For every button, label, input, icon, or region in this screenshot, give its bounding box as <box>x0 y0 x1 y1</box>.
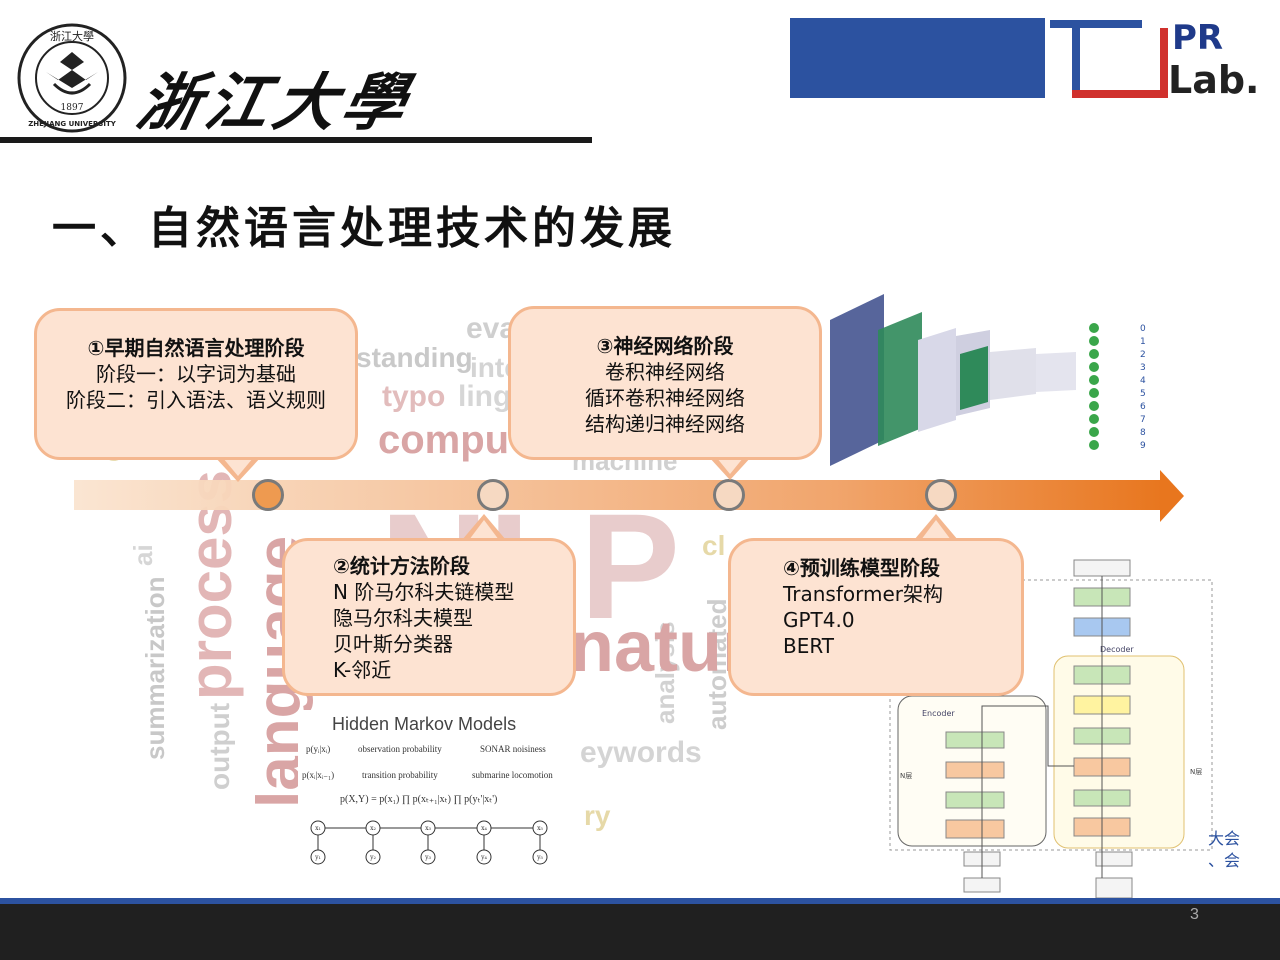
page-number: 3 <box>1190 906 1199 923</box>
footer-bar <box>0 904 1280 960</box>
cloud-word: ai <box>128 544 158 566</box>
hmm-label: observation probability <box>358 744 442 754</box>
stage-1-title: ①早期自然语言处理阶段 <box>87 336 305 360</box>
nn-digit: 4 <box>1140 376 1146 386</box>
footer-rule <box>0 898 1280 904</box>
stage-4-line: GPT4.0 <box>783 608 855 632</box>
stage-4-line: BERT <box>783 634 835 658</box>
stage-2-line: K-邻近 <box>333 658 392 682</box>
nn-digit: 2 <box>1140 350 1146 360</box>
nn-digit: 1 <box>1140 337 1146 347</box>
hmm-node-x: x₅ <box>537 825 543 832</box>
hmm-figure-title: Hidden Markov Models <box>332 714 517 734</box>
stage-3-line: 循环卷积神经网络 <box>585 386 745 410</box>
timeline-arrow-head <box>1160 470 1184 522</box>
cloud-word: eva <box>466 312 517 345</box>
seal-chinese-text: 浙江大學 <box>50 29 94 43</box>
hmm-label: p(yᵢ|xᵢ) <box>306 744 331 754</box>
hmm-label: SONAR noisiness <box>480 744 546 754</box>
timeline-node-3 <box>713 479 745 511</box>
header-rule <box>0 137 592 143</box>
stage-3-title: ③神经网络阶段 <box>596 334 734 358</box>
hmm-node-y: y₅ <box>536 854 543 861</box>
cnn-architecture-figure: 0 1 2 3 4 5 6 7 8 9 <box>826 290 1156 466</box>
side-partial-text: 大会 、会 <box>1208 828 1240 872</box>
university-seal-logo: 1897 ZHEJIANG UNIVERSITY 浙江大學 <box>17 23 127 133</box>
output-neurons <box>1089 323 1099 450</box>
stage-1-line: 阶段二：引入语法、语义规则 <box>66 388 326 412</box>
nn-digit: 5 <box>1140 389 1146 399</box>
timeline-node-1 <box>252 479 284 511</box>
hmm-node-y: y₃ <box>424 854 431 861</box>
nn-digit: 6 <box>1140 402 1146 412</box>
nn-digit: 8 <box>1140 428 1146 438</box>
stage-3-line: 卷积神经网络 <box>605 360 725 384</box>
hmm-node-x: x₄ <box>481 825 487 832</box>
seal-english-text: ZHEJIANG UNIVERSITY <box>28 120 117 128</box>
stage-1-callout: ①早期自然语言处理阶段 阶段一：以字词为基础 阶段二：引入语法、语义规则 <box>34 308 358 460</box>
cloud-word: summarization <box>140 576 170 761</box>
header-white-area <box>0 18 790 100</box>
timeline-bar <box>74 480 1164 510</box>
hmm-node-x: x₁ <box>315 825 321 832</box>
stage-2-title: ②统计方法阶段 <box>333 554 470 578</box>
hmm-equation: p(X,Y) = p(x₁) ∏ p(xₜ₊₁|xₜ) ∏ p(yₜ'|xₜ') <box>340 794 498 805</box>
stage-2-callout: ②统计方法阶段 N 阶马尔科夫链模型 隐马尔科夫模型 贝叶斯分类器 K-邻近 <box>282 538 576 696</box>
nn-digit: 9 <box>1140 441 1146 451</box>
side-text-line: 、会 <box>1208 851 1241 870</box>
stage-3-callout: ③神经网络阶段 卷积神经网络 循环卷积神经网络 结构递归神经网络 <box>508 306 822 460</box>
nn-digit: 3 <box>1140 363 1146 373</box>
cloud-word: typo <box>382 380 446 413</box>
cloud-word: ry <box>584 800 611 831</box>
stage-4-title: ④预训练模型阶段 <box>783 556 940 580</box>
pr-lab-logo <box>1050 20 1168 98</box>
stage-3-line: 结构递归神经网络 <box>585 412 745 436</box>
cloud-word: cl <box>702 530 726 561</box>
timeline-node-2 <box>477 479 509 511</box>
university-name: 浙江大學 <box>131 66 419 139</box>
hmm-node-y: y₁ <box>314 854 321 861</box>
hmm-node-x: x₃ <box>425 825 431 832</box>
encoder-label: Encoder <box>922 709 955 718</box>
decoder-label: Decoder <box>1100 645 1134 654</box>
nn-digit: 7 <box>1140 415 1146 425</box>
cloud-word: standing <box>356 342 473 373</box>
side-text-line: 大会 <box>1208 829 1241 848</box>
hmm-chain-diagram: x₁ x₂ x₃ x₄ x₅ y₁ y₂ y₃ y₄ y₅ <box>310 820 548 865</box>
hmm-node-y: y₂ <box>369 854 376 861</box>
encoder-nx-label: N层 <box>900 772 912 780</box>
stage-4-line: Transformer架构 <box>783 582 944 606</box>
cloud-word: compu <box>378 418 510 462</box>
lab-logo-lab-text: Lab. <box>1168 58 1260 102</box>
cloud-word: eywords <box>580 736 702 769</box>
lab-logo-pr-text: PR <box>1172 18 1224 58</box>
stage-2-line: 隐马尔科夫模型 <box>333 606 473 630</box>
stage-1-line: 阶段一：以字词为基础 <box>96 362 296 386</box>
stage-4-callout: ④预训练模型阶段 Transformer架构 GPT4.0 BERT <box>728 538 1024 696</box>
seal-year: 1897 <box>61 103 84 113</box>
stage-2-line: N 阶马尔科夫链模型 <box>333 580 515 604</box>
slide-title: 一、自然语言处理技术的发展 <box>52 203 676 254</box>
hmm-label: p(xᵢ|xᵢ₋₁) <box>302 770 335 780</box>
timeline-node-4 <box>925 479 957 511</box>
hmm-label: transition probability <box>362 770 438 780</box>
hmm-label: submarine locomotion <box>472 770 553 780</box>
hmm-node-x: x₂ <box>370 825 376 832</box>
cloud-word: output <box>204 702 235 790</box>
stage-2-line: 贝叶斯分类器 <box>333 632 453 656</box>
decoder-nx-label: N层 <box>1190 768 1202 776</box>
nn-digit: 0 <box>1140 324 1146 334</box>
hmm-node-y: y₄ <box>480 854 487 861</box>
transformer-architecture-figure: Encoder Decoder N层 N层 <box>888 556 1220 902</box>
